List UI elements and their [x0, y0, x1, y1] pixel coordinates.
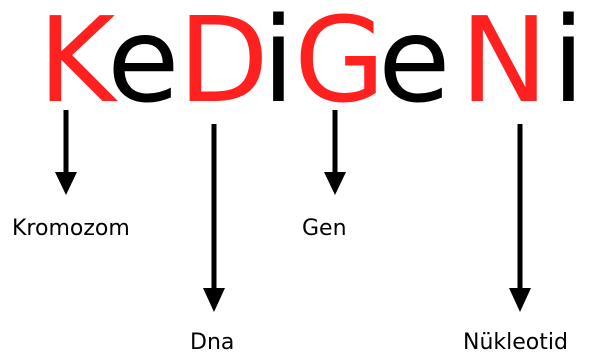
mnemonic-letter-i1: i [262, 0, 295, 129]
label-kromozom: Kromozom [12, 216, 130, 241]
arrow-gen [324, 110, 346, 195]
mnemonic-letter-n: N [460, 0, 549, 129]
arrow-dna [203, 124, 225, 312]
mnemonic-letter-g: G [294, 0, 386, 129]
label-nukleotid: Nükleotid [463, 330, 568, 355]
arrow-kromozom [55, 110, 77, 195]
mnemonic-letter-e1: e [107, 0, 180, 129]
label-gen: Gen [302, 216, 347, 241]
mnemonic-letter-e2: e [378, 0, 451, 129]
mnemonic-word: K e D i G e N i [0, 0, 601, 120]
label-dna: Dna [190, 330, 235, 355]
mnemonic-letter-k: K [38, 0, 116, 129]
mnemonic-letter-d: D [178, 0, 269, 129]
mnemonic-letter-i2: i [552, 0, 585, 129]
arrow-nukleotid [509, 124, 531, 312]
